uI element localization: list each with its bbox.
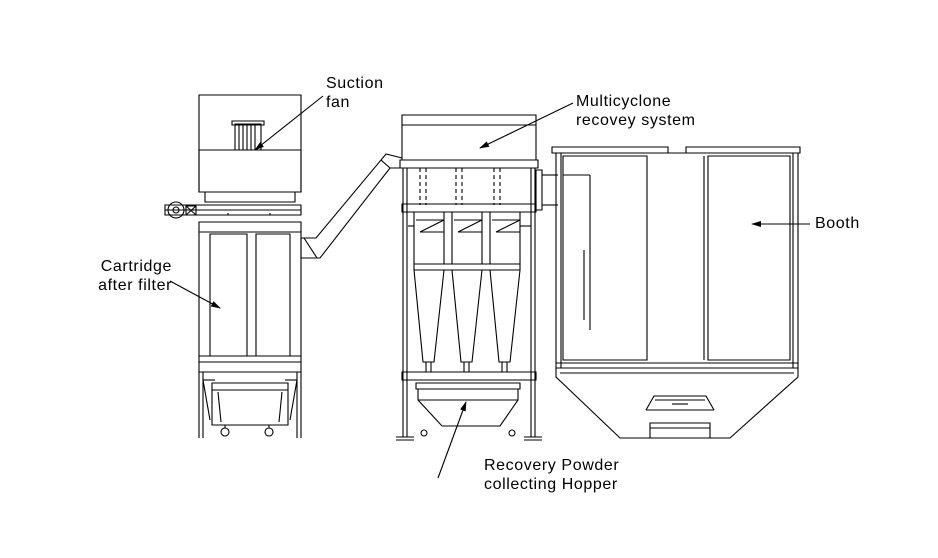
- leader-arrows: [170, 96, 810, 478]
- label-hopper-line1: Recovery Powder: [484, 457, 620, 474]
- label-multicyclone-line2: recovey system: [576, 112, 696, 129]
- booth-unit: [552, 147, 800, 438]
- label-booth: Booth: [815, 214, 860, 233]
- arrow-cartridge: [170, 281, 221, 308]
- motor-icon: [232, 121, 264, 150]
- label-cartridge: Cartridge after filter: [60, 257, 172, 295]
- label-cartridge-line2: after filter: [98, 277, 172, 294]
- label-cartridge-line1: Cartridge: [100, 258, 172, 275]
- label-multicyclone: Multicyclone recovey system: [576, 92, 696, 130]
- arrow-multicyclone: [479, 103, 573, 148]
- label-suction-fan-line1: Suction: [326, 75, 384, 92]
- label-hopper-line2: collecting Hopper: [484, 476, 618, 493]
- multicyclone-unit: [396, 115, 558, 440]
- arrow-hopper: [438, 401, 466, 478]
- arrow-suction-fan: [254, 96, 323, 151]
- label-multicyclone-line1: Multicyclone: [576, 93, 672, 110]
- cartridge-filter-unit: [165, 95, 301, 438]
- label-booth-text: Booth: [815, 215, 860, 232]
- label-hopper: Recovery Powder collecting Hopper: [484, 456, 619, 494]
- connecting-duct: [301, 154, 402, 258]
- label-suction-fan: Suction fan: [326, 74, 384, 112]
- label-suction-fan-line2: fan: [326, 94, 351, 111]
